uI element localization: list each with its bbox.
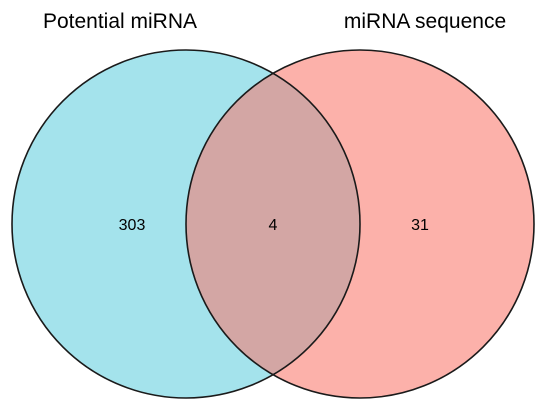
count-left-only: 303 xyxy=(119,217,146,234)
set-label-right: miRNA sequence xyxy=(344,10,506,33)
intersection-region xyxy=(186,50,360,398)
count-right-only: 31 xyxy=(411,217,429,234)
set-outline-right xyxy=(185,49,535,399)
set-outline-left xyxy=(11,49,361,399)
count-intersection: 4 xyxy=(269,217,278,234)
set-label-left: Potential miRNA xyxy=(43,10,197,33)
